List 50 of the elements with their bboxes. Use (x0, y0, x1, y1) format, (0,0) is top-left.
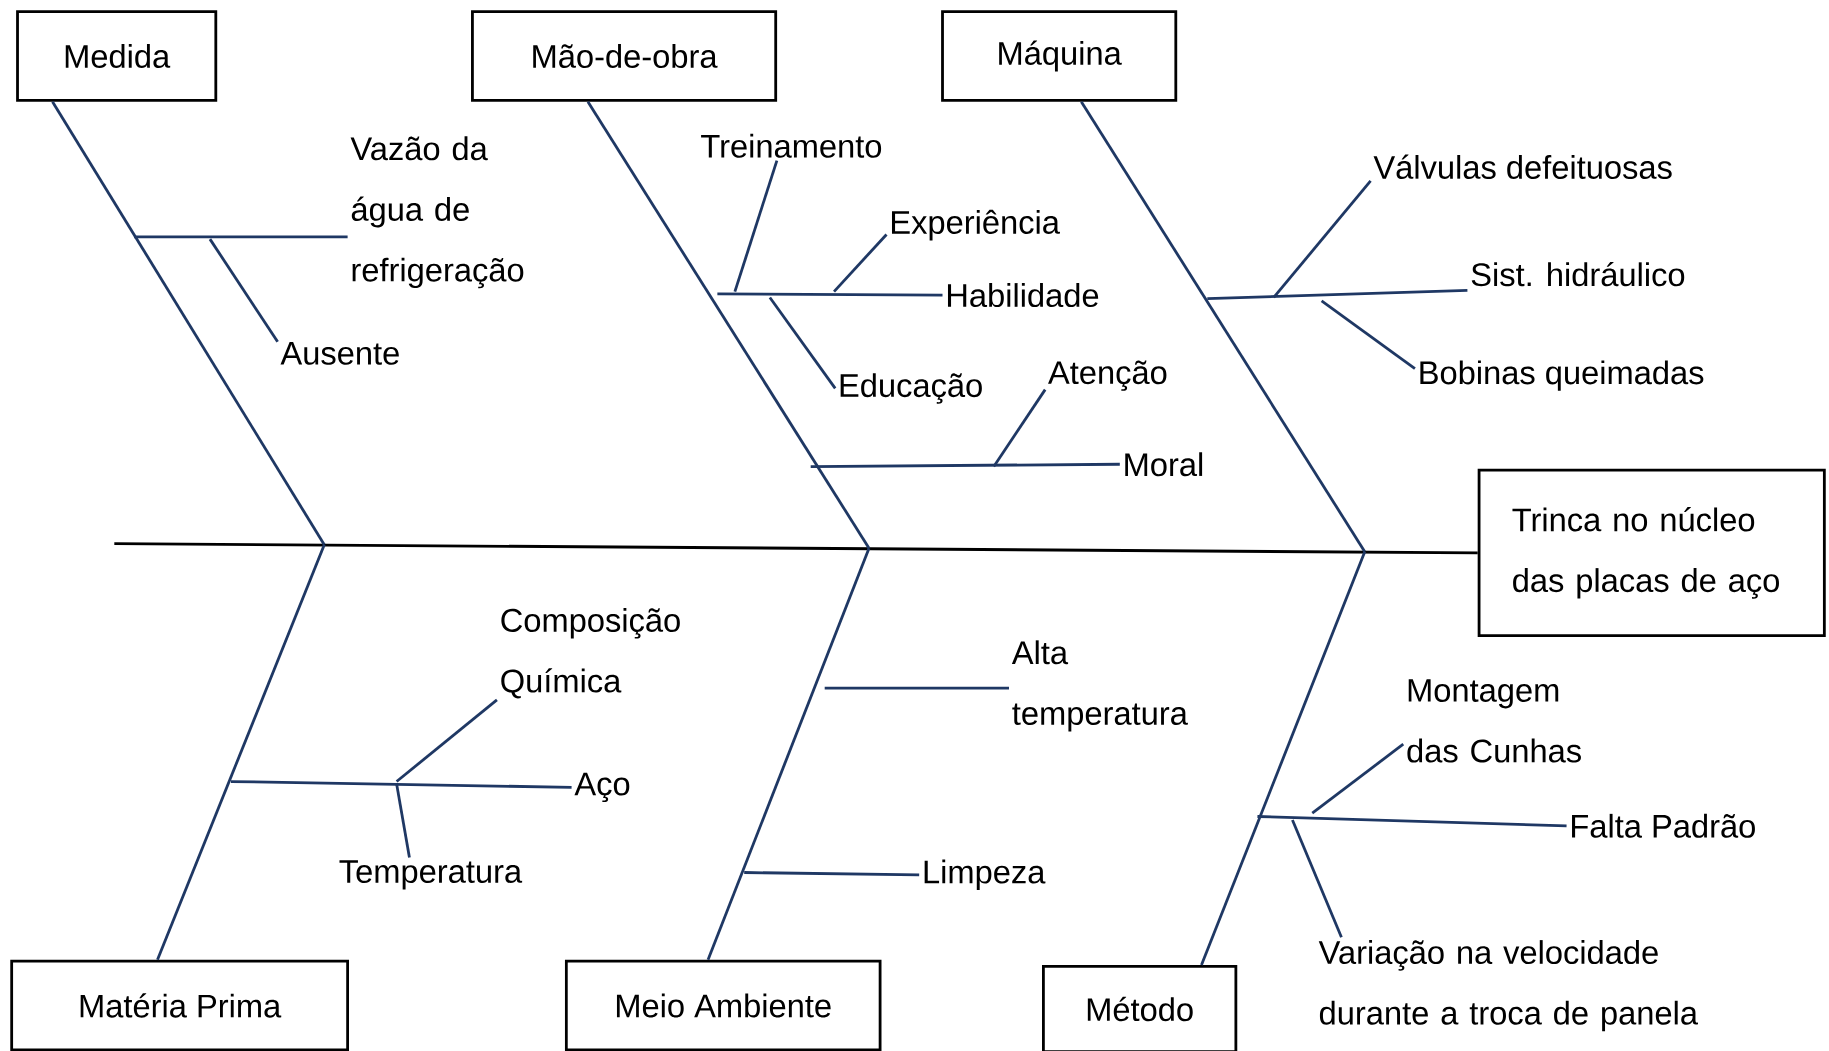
cause-label: Habilidade (948, 283, 1099, 308)
cause-label: Válvulas defeituosas (1373, 154, 1672, 179)
cause-label: Sist. hidráulico (1471, 261, 1685, 287)
branch-line (395, 783, 411, 858)
cause-label: Atenção (1048, 360, 1167, 391)
cause-label: Montagem das Cunhas (1407, 679, 1581, 763)
cause-label: Limpeza (924, 859, 1046, 891)
branch-line (810, 462, 1120, 468)
category-box: Mão-de-obra (471, 10, 778, 102)
category-box: Meio Ambiente (564, 959, 882, 1051)
branch-line (395, 698, 498, 783)
spine-line (114, 542, 1478, 555)
cause-label: Experiência (892, 209, 1060, 241)
branch-line (230, 780, 572, 789)
cause-label: Educação (840, 373, 982, 404)
branch-line (1320, 299, 1416, 370)
cause-label: Bobinas queimadas (1420, 360, 1704, 391)
cause-label: Composição Química (501, 608, 680, 699)
branch-line (1311, 743, 1405, 815)
branch-line (1207, 289, 1468, 301)
bone-line (586, 101, 871, 549)
cause-label: Temperatura (339, 860, 523, 890)
cause-label: Treinamento (701, 133, 882, 158)
category-box: Máquina (941, 10, 1178, 102)
category-box: Matéria Prima (10, 959, 349, 1051)
cause-label: Aço (574, 772, 630, 803)
branch-line (208, 238, 279, 343)
cause-label: Moral (1125, 452, 1203, 477)
bone-line (51, 101, 326, 546)
cause-label: Falta Padrão (1572, 813, 1755, 838)
branch-line (134, 235, 348, 239)
bone-line (706, 547, 871, 961)
branch-line (744, 871, 920, 877)
cause-label: Ausente (280, 342, 399, 365)
bone-line (1200, 551, 1367, 966)
branch-line (1257, 815, 1567, 828)
effect-box: Trinca no núcleo das placas de aço (1477, 468, 1826, 638)
cause-label: Variação na velocidade durante a troca de panela (1318, 940, 1698, 1032)
bone-line (156, 544, 326, 961)
branch-line (717, 292, 943, 297)
branch-line (833, 233, 888, 293)
cause-label: Alta temperatura (1011, 640, 1188, 732)
category-box: Medida (16, 10, 218, 102)
branch-line (768, 296, 837, 390)
cause-label: Vazão da água de refrigeração (350, 136, 524, 289)
category-box: Método (1042, 965, 1238, 1051)
branch-line (824, 686, 1009, 690)
branch-line (733, 160, 779, 293)
branch-line (1291, 819, 1343, 938)
bone-line (1080, 101, 1366, 553)
